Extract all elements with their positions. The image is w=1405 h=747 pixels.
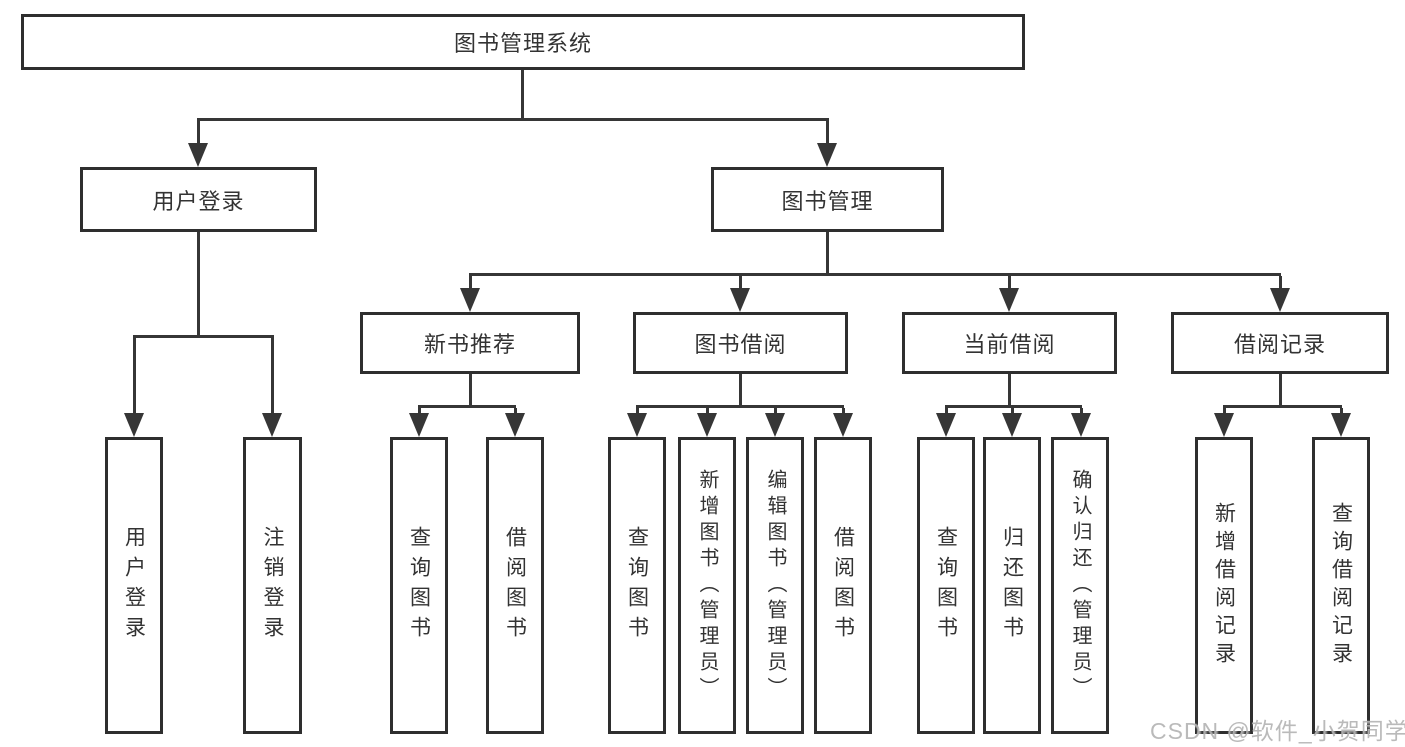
connector-line bbox=[521, 70, 524, 121]
node-leaf-user-login: 用户登录 bbox=[105, 437, 163, 734]
leaf-label: 查询图书 bbox=[407, 525, 431, 646]
node-leaf-add-borrow-record: 新增借阅记录 bbox=[1195, 437, 1253, 734]
connector-line bbox=[469, 273, 1281, 276]
node-leaf-logout: 注销登录 bbox=[243, 437, 302, 734]
leaf-label: 借阅图书 bbox=[503, 525, 527, 646]
connector-line bbox=[774, 408, 777, 416]
arrow-down-icon bbox=[936, 413, 956, 437]
arrow-down-icon bbox=[460, 288, 480, 312]
connector-line bbox=[826, 121, 829, 146]
connector-line bbox=[271, 338, 274, 415]
leaf-label: 注销登录 bbox=[261, 525, 284, 646]
node-current-borrowing: 当前借阅 bbox=[902, 312, 1117, 374]
node-leaf-query-books-current: 查询图书 bbox=[917, 437, 975, 734]
leaf-label: 借阅图书 bbox=[831, 525, 855, 646]
connector-line bbox=[469, 276, 472, 290]
connector-line bbox=[514, 408, 517, 416]
arrow-down-icon bbox=[817, 143, 837, 167]
leaf-label: 新增图书（管理员） bbox=[696, 468, 718, 703]
leaf-label: 确认归还（管理员） bbox=[1069, 468, 1091, 703]
connector-line bbox=[1008, 374, 1011, 408]
connector-line bbox=[418, 408, 421, 416]
connector-line bbox=[133, 335, 274, 338]
leaf-label: 用户登录 bbox=[122, 525, 146, 646]
connector-line bbox=[945, 408, 948, 416]
arrow-down-icon bbox=[833, 413, 853, 437]
arrow-down-icon bbox=[1002, 413, 1022, 437]
arrow-down-icon bbox=[1331, 413, 1351, 437]
connector-line bbox=[1223, 405, 1342, 408]
connector-line bbox=[1279, 374, 1282, 408]
connector-line bbox=[1011, 408, 1014, 416]
connector-line bbox=[739, 374, 742, 408]
connector-line bbox=[739, 276, 742, 290]
leaf-label: 归还图书 bbox=[1000, 525, 1024, 646]
leaf-label: 查询借阅记录 bbox=[1329, 501, 1353, 670]
connector-line bbox=[842, 408, 845, 416]
connector-line bbox=[418, 405, 516, 408]
arrow-down-icon bbox=[262, 413, 282, 437]
connector-line bbox=[197, 118, 829, 121]
node-new-book-recommendation: 新书推荐 bbox=[360, 312, 580, 374]
connector-line bbox=[133, 338, 136, 415]
node-book-management: 图书管理 bbox=[711, 167, 944, 232]
node-book-borrowing: 图书借阅 bbox=[633, 312, 848, 374]
connector-line bbox=[1279, 276, 1282, 290]
node-leaf-borrow-books-recommend: 借阅图书 bbox=[486, 437, 544, 734]
leaf-label: 新增借阅记录 bbox=[1212, 501, 1236, 670]
connector-line bbox=[706, 408, 709, 416]
leaf-label: 查询图书 bbox=[934, 525, 958, 646]
arrow-down-icon bbox=[124, 413, 144, 437]
connector-line bbox=[826, 232, 829, 276]
node-leaf-borrow-books-borrowing: 借阅图书 bbox=[814, 437, 872, 734]
node-leaf-confirm-return-admin: 确认归还（管理员） bbox=[1051, 437, 1109, 734]
arrow-down-icon bbox=[1214, 413, 1234, 437]
connector-line bbox=[1223, 408, 1226, 416]
connector-line bbox=[197, 232, 200, 335]
arrow-down-icon bbox=[765, 413, 785, 437]
arrow-down-icon bbox=[999, 288, 1019, 312]
node-user-login: 用户登录 bbox=[80, 167, 317, 232]
node-leaf-query-books-recommend: 查询图书 bbox=[390, 437, 448, 734]
leaf-label: 编辑图书（管理员） bbox=[764, 468, 786, 703]
arrow-down-icon bbox=[627, 413, 647, 437]
arrow-down-icon bbox=[188, 143, 208, 167]
node-leaf-edit-books-admin: 编辑图书（管理员） bbox=[746, 437, 804, 734]
connector-line bbox=[197, 121, 200, 146]
arrow-down-icon bbox=[1071, 413, 1091, 437]
node-leaf-add-books-admin: 新增图书（管理员） bbox=[678, 437, 736, 734]
arrow-down-icon bbox=[409, 413, 429, 437]
connector-line bbox=[636, 405, 844, 408]
connector-line bbox=[945, 405, 1082, 408]
connector-line bbox=[1340, 408, 1343, 416]
connector-line bbox=[469, 374, 472, 408]
csdn-watermark: CSDN @软件_小贺同学 bbox=[1150, 718, 1405, 744]
connector-line bbox=[636, 408, 639, 416]
node-library-management-system: 图书管理系统 bbox=[21, 14, 1025, 70]
arrow-down-icon bbox=[697, 413, 717, 437]
leaf-label: 查询图书 bbox=[625, 525, 649, 646]
arrow-down-icon bbox=[730, 288, 750, 312]
connector-line bbox=[1008, 276, 1011, 290]
node-leaf-query-books-borrowing: 查询图书 bbox=[608, 437, 666, 734]
connector-line bbox=[1080, 408, 1083, 416]
node-leaf-query-borrow-record: 查询借阅记录 bbox=[1312, 437, 1370, 734]
arrow-down-icon bbox=[505, 413, 525, 437]
node-leaf-return-books: 归还图书 bbox=[983, 437, 1041, 734]
arrow-down-icon bbox=[1270, 288, 1290, 312]
node-borrowing-records: 借阅记录 bbox=[1171, 312, 1389, 374]
